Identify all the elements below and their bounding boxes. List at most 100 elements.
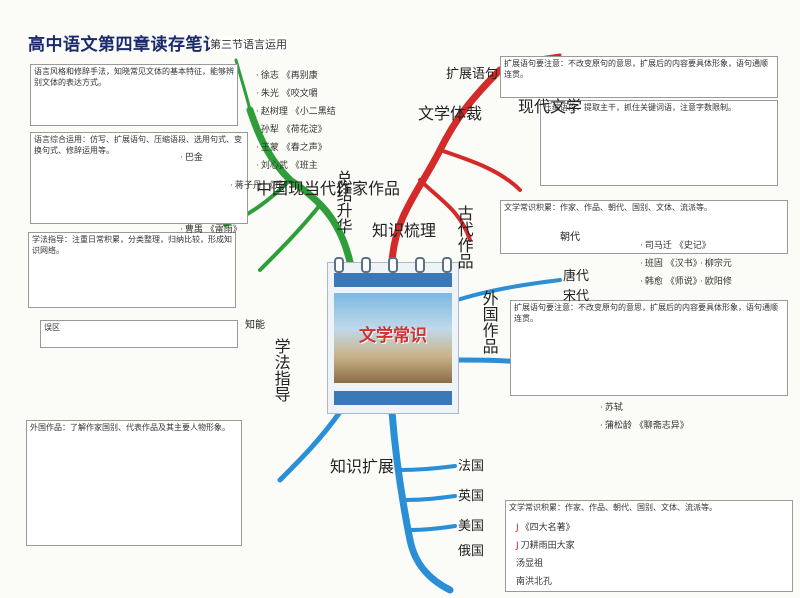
author-name: 曹禺 — [184, 225, 203, 235]
author-name: 王蒙 — [260, 143, 279, 153]
bullet-icon: · — [640, 259, 643, 269]
blue-branch-sub — [455, 278, 562, 302]
bullet-icon: · — [600, 403, 603, 413]
note-box-right-top: 扩展语句要注意：不改变原句的意思，扩展后的内容要具体形象，语句通顺连贯。 — [500, 56, 778, 98]
work-entry: 南洪北孔 — [516, 574, 552, 587]
page-subtitle: 第三节语言运用 — [210, 36, 287, 52]
note-box-right-table: 压缩语段：提取主干，抓住关键词语，注意字数限制。 — [540, 100, 778, 186]
branch-zhongguo-xiandangdai: 中国现当代作家作品 — [256, 179, 401, 198]
bullet-icon: · — [256, 161, 259, 171]
branch-wenxue-ticai: 文学体裁 — [418, 104, 483, 123]
author-entry: ·王蒙 《春之声》 — [256, 140, 327, 153]
branch-zhishi-shuli: 知识梳理 — [372, 221, 437, 240]
author-name: 赵树理 — [260, 107, 288, 117]
node-songdai: 宋代 — [563, 289, 590, 304]
bullet-icon: · — [640, 241, 643, 251]
author-entry: ·徐志 《再别康 — [256, 68, 318, 81]
ring-icon — [334, 257, 344, 273]
note-text: 误区 — [44, 323, 60, 332]
author-entry: ·赵树理 《小二黑结 — [256, 104, 336, 117]
work-entry: J《四大名著》 — [516, 520, 575, 533]
work-title: 刀耕雨田大家 — [520, 541, 575, 551]
bullet-icon: · — [256, 89, 259, 99]
work-entry: 汤显祖 — [516, 556, 543, 569]
blue-branch-sub — [277, 409, 343, 483]
author-entry: ·刘心武 《班主 — [256, 158, 318, 171]
author-name: 欧阳修 — [704, 277, 732, 287]
red-branch-sub — [418, 178, 472, 242]
author-name: 柳宗元 — [704, 259, 732, 269]
author-name: 蒲松龄 — [604, 421, 632, 431]
branch-xuefa-zhidao: 学法指导 — [271, 338, 291, 402]
blue-branch-main — [388, 408, 454, 594]
note-box-misconception: 误区 — [40, 320, 238, 348]
landscape-image — [334, 293, 452, 383]
ring-icon — [415, 257, 425, 273]
branch-gudai-zuopin: 古代作品 — [454, 205, 474, 269]
bullet-icon: · — [180, 153, 183, 163]
author-entry: ·苏轼 — [600, 400, 623, 413]
blue-branch-sub — [403, 494, 457, 502]
blue-branch-sub — [408, 524, 457, 532]
author-entry: ·巴金 — [180, 150, 203, 163]
work-title: 《聊斋志异》 — [634, 421, 689, 431]
node-tangdai: 唐代 — [563, 269, 590, 284]
note-box-right-mid: 文学常识积累：作家、作品、朝代、国别、文体、流派等。 — [500, 200, 788, 254]
author-entry: ·班固 《汉书》 — [640, 256, 702, 269]
node-eguo: 俄国 — [458, 544, 485, 559]
label-zhineng: 知能 — [245, 320, 265, 331]
note-text: 语言风格和修辞手法，知晓常见文体的基本特征，能够辨别文体的表达方式。 — [34, 67, 234, 87]
author-name: 苏轼 — [604, 403, 623, 413]
author-name: 徐志 — [260, 71, 279, 81]
card-header-bar — [334, 273, 452, 287]
binder-rings — [334, 257, 452, 273]
node-faguo: 法国 — [458, 459, 485, 474]
author-name: 朱光 — [260, 89, 279, 99]
bullet-icon: · — [600, 421, 603, 431]
green-branch-sub — [258, 203, 322, 272]
note-text: 语言综合运用：仿写、扩展语句、压缩语段、选用句式、变换句式、修辞运用等。 — [34, 135, 242, 155]
center-card: 文学常识 — [327, 257, 459, 414]
work-title: 《小二黑结 — [290, 107, 336, 117]
card-footer-bar — [334, 391, 452, 405]
branch-zhishi-kuozhan: 知识扩展 — [330, 457, 395, 476]
bullet-icon: · — [640, 277, 643, 287]
author-entry: ·朱光 《咬文嚼 — [256, 86, 318, 99]
author-name: 蒋子丹 — [234, 181, 262, 191]
author-entry: ·孙犁 《荷花淀》 — [256, 122, 327, 135]
work-title: 《班主 — [290, 161, 318, 171]
note-box-left-mid: 语言综合运用：仿写、扩展语句、压缩语段、选用句式、变换句式、修辞运用等。 — [30, 132, 248, 224]
bullet-icon: · — [256, 107, 259, 117]
work-title: 《四大名著》 — [520, 523, 575, 533]
work-title: 南洪北孔 — [516, 577, 553, 587]
author-name: 孙犁 — [260, 125, 279, 135]
author-entry: ·韩愈 《师说》 — [640, 274, 702, 287]
note-text: 外国作品：了解作家国别、代表作品及其主要人物形象。 — [30, 423, 230, 432]
author-name: 刘心武 — [260, 161, 288, 171]
note-text: 学法指导：注重日常积累，分类整理，归纳比较，形成知识网络。 — [32, 235, 232, 255]
work-title: 《荷花淀》 — [281, 125, 327, 135]
author-entry: ·司马迁 《史记》 — [640, 238, 711, 251]
author-entry: ·蒲松龄 《聊斋志异》 — [600, 418, 689, 431]
author-entry: ·柳宗元 — [700, 256, 732, 269]
author-name: 巴金 — [184, 153, 203, 163]
note-text: 文学常识积累：作家、作品、朝代、国别、文体、流派等。 — [504, 203, 712, 212]
branch-kuozhan-yuju: 扩展语句 — [446, 67, 499, 82]
note-text: 文学常识积累：作家、作品、朝代、国别、文体、流派等。 — [509, 503, 717, 512]
label-chaodai: 朝代 — [560, 232, 580, 243]
author-entry: ·曹禺 《雷雨》 — [180, 222, 242, 235]
bullet-icon: · — [230, 181, 233, 191]
page-title: 高中语文第四章读存笔记 — [28, 35, 221, 55]
node-meiguo: 美国 — [458, 519, 485, 534]
work-title: 《乔厂 — [264, 181, 292, 191]
branch-xiandai-wenxue: 现代文学 — [518, 97, 583, 116]
red-branch-sub — [438, 148, 522, 192]
bullet-icon: · — [256, 71, 259, 81]
node-yingguo: 英国 — [458, 489, 485, 504]
note-box-left-low: 学法指导：注重日常积累，分类整理，归纳比较，形成知识网络。 — [28, 232, 236, 308]
note-box-left-top: 语言风格和修辞手法，知晓常见文体的基本特征，能够辨别文体的表达方式。 — [30, 64, 238, 126]
work-title: 汤显祖 — [516, 559, 544, 569]
